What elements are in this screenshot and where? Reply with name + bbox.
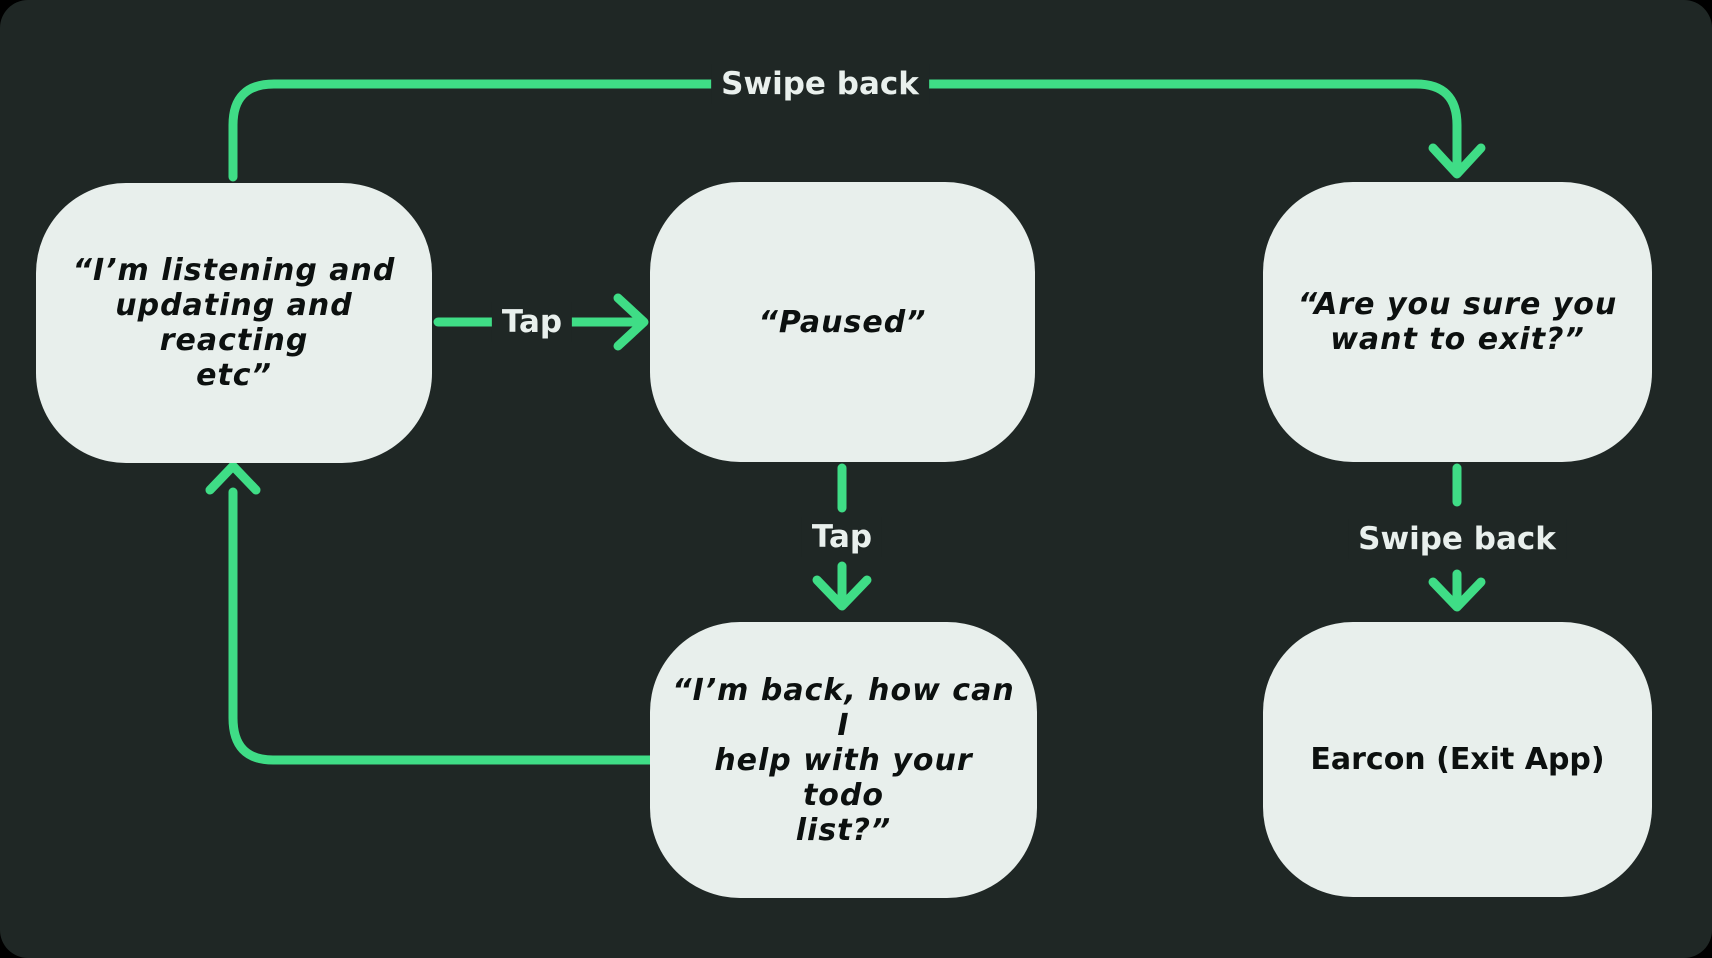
arrowhead-right-icon <box>613 293 649 351</box>
state-box-paused: “Paused” <box>650 182 1035 462</box>
state-box-earcon-exit: Earcon (Exit App) <box>1263 622 1652 897</box>
state-box-back: “I’m back, how can I help with your todo… <box>650 622 1037 898</box>
text-line: want to exit?” <box>1330 322 1585 357</box>
text-line: updating and reacting <box>115 288 353 358</box>
arrowhead-down-icon <box>1428 143 1486 179</box>
arrowhead-up-icon <box>205 461 261 495</box>
text-line: “Are you sure you <box>1297 287 1618 322</box>
text-line: help with your todo <box>714 742 973 813</box>
edge-label-swipe-back-top: Swipe back <box>711 64 929 104</box>
arrowhead-down-icon <box>1428 577 1486 612</box>
state-box-confirm-exit-text: “Are you sure you want to exit?” <box>1278 287 1638 357</box>
state-box-earcon-exit-text: Earcon (Exit App) <box>1290 742 1624 777</box>
state-box-listening: “I’m listening and updating and reacting… <box>36 183 432 463</box>
text-line: list?” <box>795 812 892 848</box>
state-box-confirm-exit: “Are you sure you want to exit?” <box>1263 182 1652 462</box>
state-box-paused-text: “Paused” <box>739 305 947 340</box>
state-box-listening-text: “I’m listening and updating and reacting… <box>36 253 432 393</box>
loop-back-line <box>228 487 657 765</box>
swipe-back-top-line-left <box>228 79 725 182</box>
edge-label-swipe-back-exit: Swipe back <box>1348 519 1566 559</box>
text-line: “I’m listening and <box>72 253 396 288</box>
edge-label-tap-resume: Tap <box>801 517 883 557</box>
swipe-back-top-line-right <box>913 79 1462 173</box>
arrowhead-down-icon <box>812 575 872 611</box>
text-line: Earcon (Exit App) <box>1310 742 1605 777</box>
text-line: etc” <box>196 358 272 393</box>
text-line: “Paused” <box>758 304 927 340</box>
state-box-back-text: “I’m back, how can I help with your todo… <box>650 673 1037 848</box>
edge-label-tap-pause: Tap <box>491 302 573 342</box>
text-line: “I’m back, how can I <box>672 672 1015 743</box>
